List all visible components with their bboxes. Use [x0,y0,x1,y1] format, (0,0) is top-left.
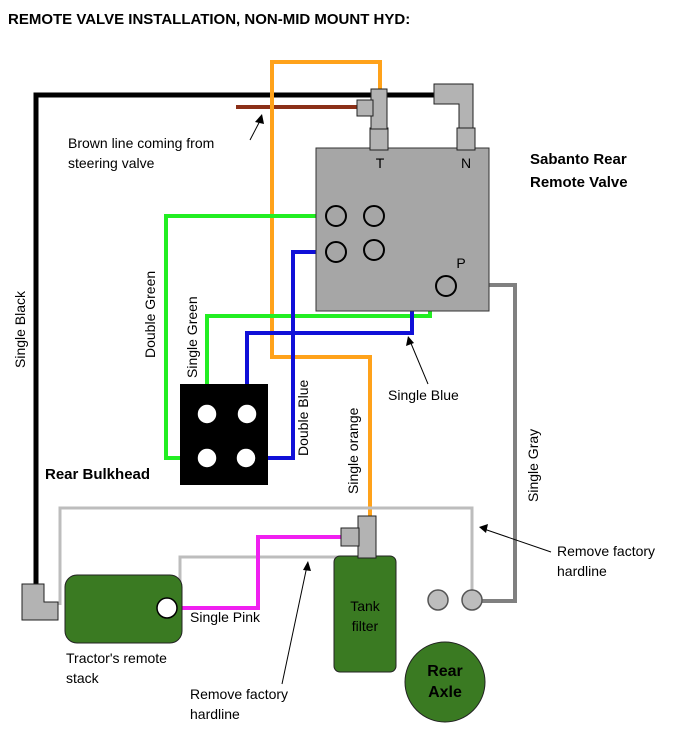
double-green-label: Double Green [142,271,158,358]
tank-filter-label-line1: Tank [350,598,381,614]
single-gray-label: Single Gray [525,429,541,502]
p-port-label: P [456,255,465,271]
single-gray-line [457,283,517,603]
single-pink-line [168,535,357,610]
remove-factory-right-pointer-head [479,524,488,533]
t-port-label: T [376,155,385,171]
single-blue-pointer [409,340,429,385]
rear-axle-label-line2: Axle [428,684,462,701]
brown-line-pointer-head [255,114,264,124]
p-port [435,275,457,297]
tank-filter-label-line2: filter [352,618,379,634]
n-port-elbow [433,83,474,129]
remove-factory-bottom-pointer [281,565,308,685]
single-orange-line [270,60,382,520]
t-port-fitting [369,127,389,151]
remove-factory-bottom-line2: hardline [190,706,240,722]
rear-bulkhead [180,384,268,485]
remote-valve-body [315,147,490,312]
gray-port [461,589,483,611]
stack-label-line1: Tractor's remote [66,650,167,666]
brown-line-label-line2: steering valve [68,155,155,171]
single-blue-label: Single Blue [388,387,459,403]
bulkhead-port [196,403,218,425]
bulkhead-port [196,447,218,469]
tank-filter-tee-fitting [357,515,377,559]
stack-label-line2: stack [66,670,100,686]
double-blue-line [246,250,336,460]
tee-side-branch [356,99,374,117]
rear-bulkhead-label: Rear Bulkhead [45,466,150,483]
valve-port [363,205,385,227]
bulkhead-port [235,447,257,469]
remove-factory-bottom-line1: Remove factory [190,686,288,702]
double-blue-label: Double Blue [295,380,311,456]
remove-factory-right-pointer [483,528,552,553]
bulkhead-port [236,403,258,425]
n-port-label: N [461,155,471,171]
tank-filter-side-branch [340,527,360,547]
remove-factory-right-line2: hardline [557,563,607,579]
brown-line-label-line1: Brown line coming from [68,135,214,151]
single-orange-label: Single orange [345,407,361,494]
valve-port [363,239,385,261]
diagram-title: REMOTE VALVE INSTALLATION, NON-MID MOUNT… [8,11,410,28]
valve-name-line2: Remote Valve [530,174,628,191]
factory-hardline-lower [178,555,360,588]
black-line-elbow [21,583,59,621]
single-green-label: Single Green [184,296,200,378]
factory-hardline-top [58,506,474,605]
single-pink-label: Single Pink [190,609,261,625]
rear-axle-label-line1: Rear [427,663,463,680]
rear-axle [404,641,486,723]
single-black-label: Single Black [12,290,28,368]
valve-name-line1: Sabanto Rear [530,151,627,168]
single-blue-pointer-head [406,336,414,346]
stack-port [156,597,178,619]
remove-factory-bottom-pointer-head [303,561,311,571]
single-black-line [33,92,435,593]
n-port-fitting [456,127,476,151]
valve-port [325,241,347,263]
tractor-remote-stack [64,574,183,644]
valve-port [325,205,347,227]
gray-port [427,589,449,611]
remove-factory-right-line1: Remove factory [557,543,655,559]
tank-filter [333,555,397,673]
